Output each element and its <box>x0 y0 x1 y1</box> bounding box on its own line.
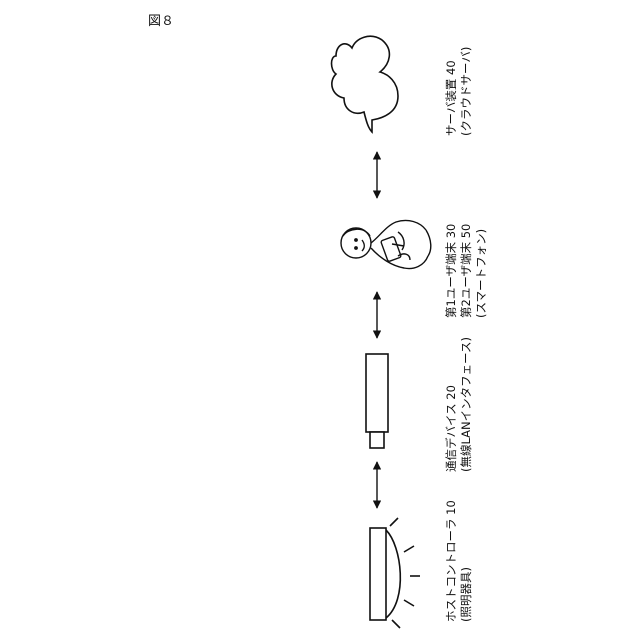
label-line: ホストコントローラ 10 <box>444 500 459 622</box>
label-host-controller: ホストコントローラ 10 (照明器具) <box>444 500 474 622</box>
usb-dongle-icon <box>366 354 388 448</box>
label-line: サーバ装置 40 <box>444 47 459 136</box>
label-line: (照明器具) <box>459 500 474 622</box>
person-with-phone-icon <box>341 220 431 268</box>
cloud-icon <box>332 36 399 132</box>
label-user-terminals: 第1ユーザ端末 30 第2ユーザ端末 50 (スマートフォン) <box>444 224 489 318</box>
label-line: (クラウドサーバ) <box>459 47 474 136</box>
label-line: 通信デバイス 20 <box>444 337 459 472</box>
label-communication-device: 通信デバイス 20 (無線LANインタフェース) <box>444 337 474 472</box>
label-line: (スマートフォン) <box>474 224 489 318</box>
label-server: サーバ装置 40 (クラウドサーバ) <box>444 47 474 136</box>
lamp-icon <box>370 518 420 628</box>
label-line: 第1ユーザ端末 30 <box>444 224 459 318</box>
label-line: 第2ユーザ端末 50 <box>459 224 474 318</box>
label-line: (無線LANインタフェース) <box>459 337 474 472</box>
